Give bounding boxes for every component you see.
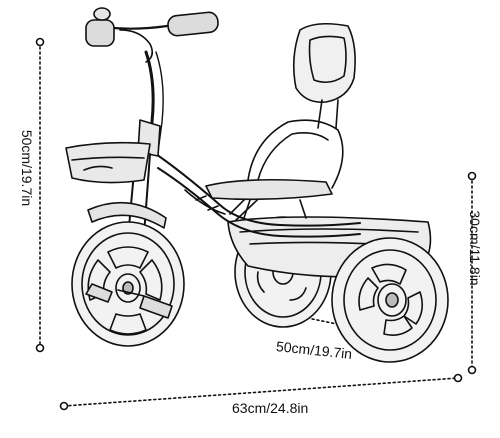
height-dimension-line bbox=[35, 37, 45, 353]
front-basket bbox=[65, 141, 151, 184]
seat-height-dimension-line bbox=[467, 171, 477, 375]
rear-right-wheel bbox=[331, 237, 449, 363]
pedals bbox=[85, 283, 173, 319]
length-dimension-line bbox=[59, 373, 463, 411]
front-fender bbox=[87, 201, 167, 229]
length-label: 63cm/24.8in bbox=[232, 400, 309, 416]
height-label: 50cm/19.7in bbox=[19, 129, 35, 207]
seat bbox=[205, 22, 356, 219]
handlebar bbox=[85, 7, 219, 63]
front-wheel bbox=[71, 221, 185, 347]
seat-height-label: 30cm/11.8in bbox=[467, 210, 483, 286]
tricycle-frame bbox=[149, 149, 361, 238]
